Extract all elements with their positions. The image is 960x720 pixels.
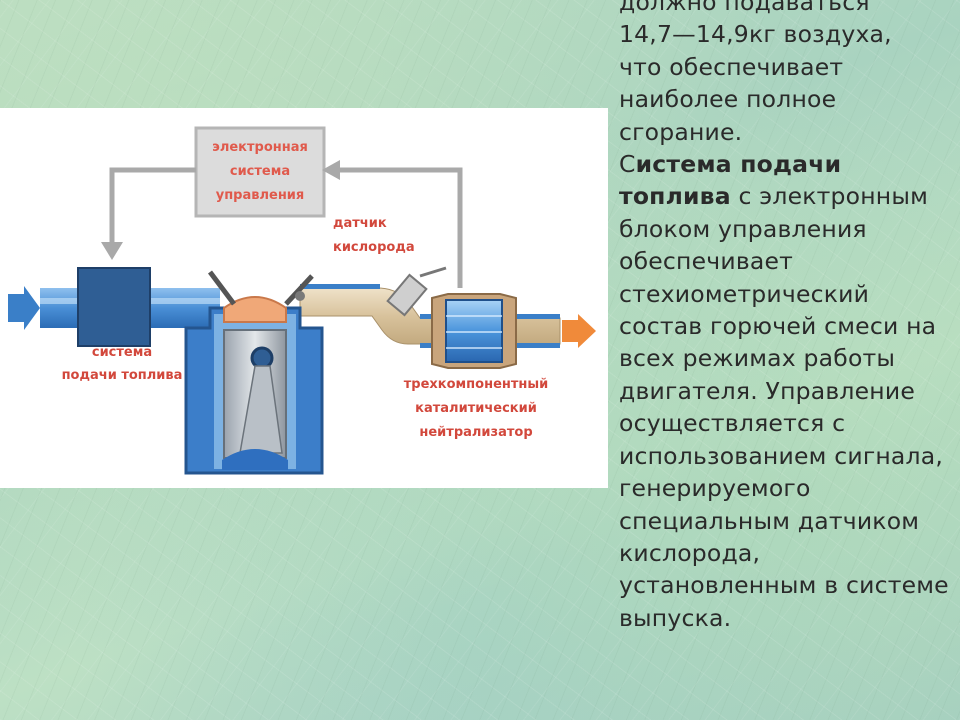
engine-diagram: электронная система управления: [0, 108, 608, 488]
engine-block: [184, 270, 324, 475]
fuel-system-block: [77, 267, 151, 347]
text-line-top: должно подаваться: [619, 0, 870, 16]
catalyst-label-3: нейтрализатор: [419, 425, 532, 440]
text-bold-term: истема подачи топлива: [619, 150, 842, 211]
text-paragraph-2: Система подачи топлива с электронным бло…: [619, 148, 949, 634]
piston-pin: [250, 346, 274, 370]
ecu-label-3: управления: [216, 188, 305, 203]
sensor-label-2: кислорода: [333, 240, 415, 255]
arrow-down-icon: [101, 242, 123, 260]
catalyst-label-1: трехкомпонентный: [404, 377, 549, 392]
text-c-letter: С: [619, 150, 636, 179]
ecu-label-1: электронная: [212, 140, 308, 155]
ecu-to-injector-line: [109, 167, 196, 246]
control-arrows: [109, 167, 463, 288]
ecu-label-2: система: [230, 164, 290, 179]
sensor-to-ecu-line: [336, 167, 463, 288]
text-line-air: 14,7—14,9кг воздуха,: [619, 20, 892, 49]
sensor-label-1: датчик: [333, 216, 387, 231]
arrow-left-icon: [322, 160, 340, 180]
catalytic-converter: [431, 293, 517, 369]
intake-arrow-icon: [8, 286, 40, 330]
engine-diagram-svg: электронная система управления: [8, 126, 596, 475]
body-text: должно подаваться 14,7—14,9кг воздуха, ч…: [619, 0, 949, 634]
fuel-label-2: подачи топлива: [62, 368, 183, 383]
catalyst-label-2: каталитический: [415, 401, 537, 416]
ecu-box: электронная система управления: [194, 126, 326, 218]
exhaust-arrow-icon: [562, 314, 596, 348]
text-rest1: что обеспечивает наиболее полное сгорани…: [619, 52, 844, 146]
fuel-label-1: система: [92, 345, 152, 360]
text-after-bold: с электронным блоком управления обеспечи…: [619, 182, 949, 632]
oxygen-sensor: [386, 266, 447, 317]
